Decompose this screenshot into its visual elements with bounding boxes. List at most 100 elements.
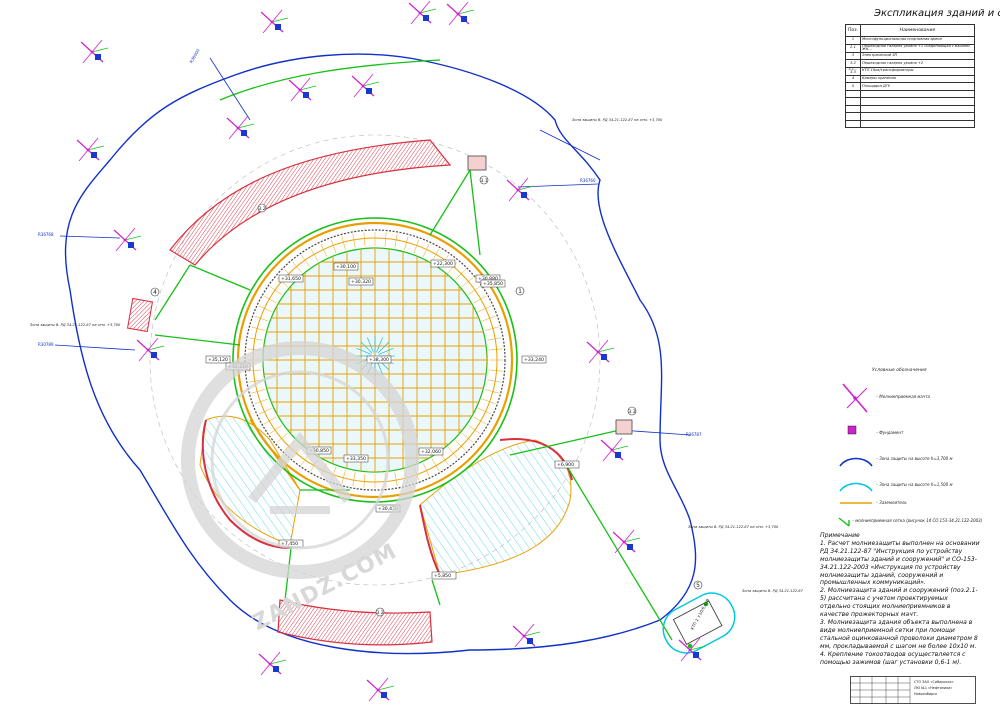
mast-icon (678, 637, 707, 662)
mast-icon (506, 177, 535, 202)
callout-3-3: 3.3 (628, 409, 635, 415)
mast-icon (586, 339, 615, 364)
row-name (860, 97, 975, 106)
elevation-label: +35,850 (483, 281, 503, 287)
legend-zone-high: – Зона защиты на высоте h=3,700 м (876, 456, 953, 461)
row-pos: 5 (845, 82, 861, 91)
gallery-south (277, 599, 433, 646)
explication-row (845, 97, 975, 106)
row-name: Пешеходная галерея уровня +1 соединяющая… (860, 43, 975, 53)
note-3: 3. Молниезащита здания объекта выполнена… (820, 618, 978, 650)
elevation-label: +35,120 (208, 357, 228, 363)
note-2: 2. Молниезащита зданий и сооружений (поз… (820, 587, 978, 619)
cable-arc-north (219, 59, 441, 101)
callout-5: 5 (696, 582, 700, 589)
mast-icon (260, 9, 289, 34)
elevation-label: +5,850 (434, 573, 451, 579)
title-block: СТО ЗАО «Сибирское» ЛЮ №1 «Нефтяники» Но… (850, 676, 976, 704)
elevation-label: +33,240 (524, 357, 544, 363)
mast-icon (408, 0, 437, 25)
elevation-tag: +30,320 (348, 277, 374, 286)
elevation-label: +30,880 (478, 276, 498, 282)
callout-1: 1 (518, 288, 522, 295)
mast-icon (80, 39, 109, 64)
row-name (860, 112, 975, 121)
legend-mesh: – молниеприемная сетка (рисунок 14 СО 15… (852, 518, 983, 523)
elevation-tag: +32,060 (418, 447, 444, 456)
row-pos (845, 112, 861, 121)
elevation-label: +22,300 (433, 261, 453, 267)
explication-row (845, 119, 975, 129)
foundation-icon (847, 425, 857, 435)
row-name (860, 104, 975, 114)
construction-circle (149, 134, 601, 586)
header-pos: Поз. (845, 24, 861, 37)
callout-3-2a: 3.2 (258, 206, 265, 212)
row-name: Площадки ДГУ (860, 82, 975, 91)
zone-note-1: Зона защиты б. РД 34.21.122-87 на отм. +… (572, 118, 663, 122)
explication-row (845, 89, 975, 99)
row-name: Электрический ЗП (860, 51, 975, 61)
mast-icon (113, 227, 142, 252)
row-name (860, 89, 975, 99)
row-pos (845, 119, 861, 129)
row-pos: 3.1…3.3 (845, 66, 861, 76)
elevation-label: +32,060 (421, 449, 441, 455)
elevation-label: +30,100 (336, 264, 356, 270)
elevation-tag: +5,850 (431, 571, 457, 580)
mast-icon (288, 77, 317, 102)
legend-mast: – Молниеприемная мачта (876, 394, 930, 399)
mast-icon (76, 137, 105, 162)
mast-icon (351, 73, 380, 98)
ktp-substation-2 (615, 419, 633, 435)
elevation-tag: +31,650 (278, 274, 304, 283)
watermark-logo (181, 341, 419, 579)
row-pos (845, 97, 861, 106)
elevation-label: +33,350 (346, 456, 366, 462)
elevation-tag: +30,100 (333, 262, 359, 271)
legend-foundation: – Фундамент (876, 430, 904, 435)
legend-ground: – Заземлитель (876, 500, 907, 505)
explication-title: Экспликация зданий и сооружений (874, 8, 1000, 19)
elevation-label: +38,300 (369, 357, 389, 363)
elevation-label: +7,450 (281, 541, 298, 547)
row-pos: 3 (845, 51, 861, 61)
callout-3-2b: 3.2 (376, 610, 383, 616)
mast-icon (226, 115, 255, 140)
elevation-label: +30,420 (378, 506, 398, 512)
row-pos: 4 (845, 74, 861, 84)
lightning-masts (76, 0, 707, 702)
legend-title: Условные обозначения (872, 368, 927, 373)
explication-row (845, 112, 975, 121)
mast-icon (600, 437, 629, 462)
mast-icon (258, 651, 287, 676)
row-pos: 1 (845, 36, 861, 45)
row-pos: 2.1 (845, 43, 861, 53)
row-name: КТП 10кв/трансформаторы (860, 66, 975, 76)
arena-outer-ring (232, 217, 518, 503)
mast-icon (842, 383, 868, 413)
stamp-line-2: ЛЮ №1 «Нефтяники» (914, 686, 952, 690)
elevation-tag: +35,120 (205, 355, 231, 364)
mast-icon (612, 529, 641, 554)
legend-symbols (838, 383, 873, 527)
zone-note-2: Зона защиты б. РД 34.21.122-87 на отм. +… (30, 323, 121, 327)
ktp-substation-1 (467, 155, 487, 171)
wing-southeast (419, 439, 572, 576)
explication-header: Поз. Наименование (845, 24, 975, 37)
elevation-tag: +33,240 (521, 355, 547, 364)
note-1: 1. Расчет молниезащиты выполнен на основ… (820, 539, 980, 587)
notes-heading: Примечание (820, 532, 860, 539)
row-name: Камеры хранения (860, 74, 975, 84)
zone-note-3: Зона защиты б. РД 34.21.122-87 на отм. +… (688, 525, 779, 529)
zone-note-4: Зона защиты б. РД 34.21.122-87 (742, 589, 804, 593)
elevation-tag: +33,350 (343, 454, 369, 463)
